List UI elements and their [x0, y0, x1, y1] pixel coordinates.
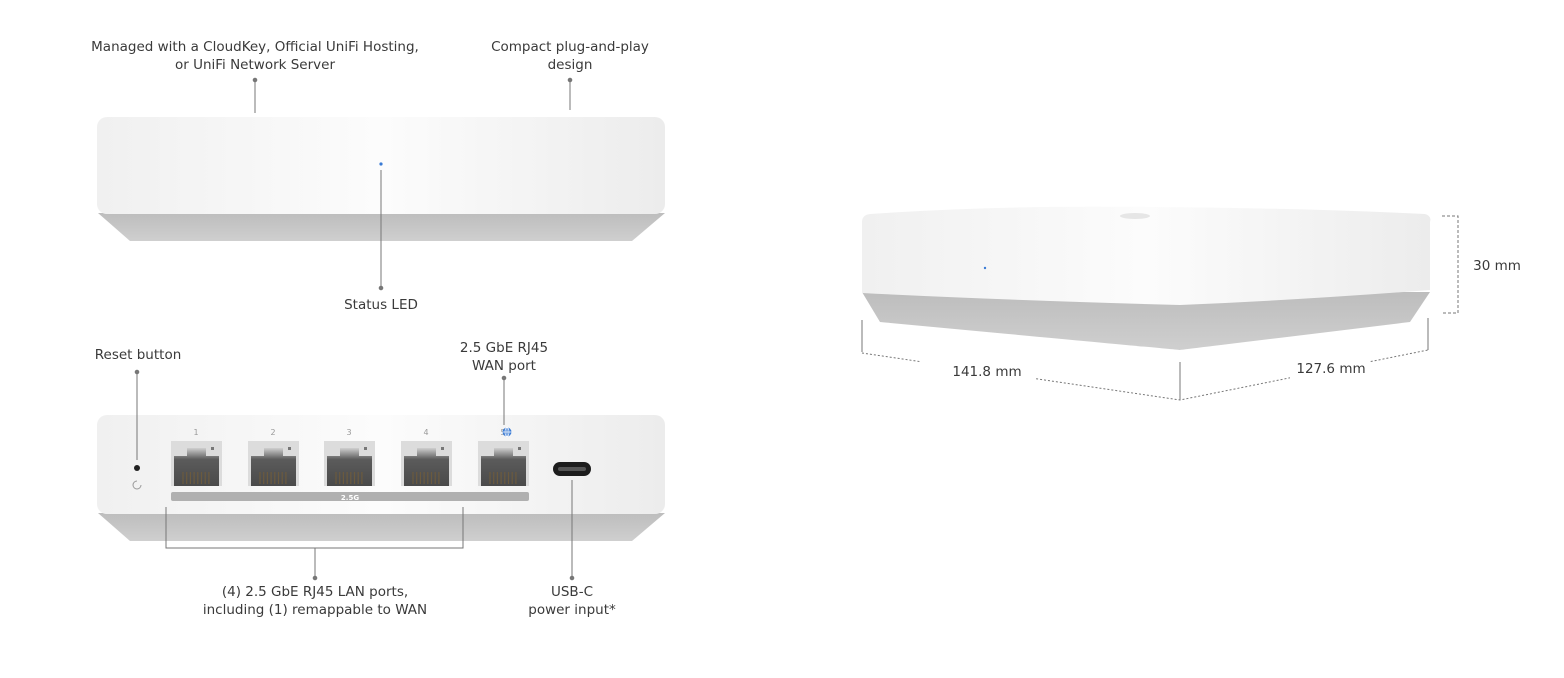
callout-management: Managed with a CloudKey, Official UniFi … [91, 39, 419, 73]
callout-status-led: Status LED [344, 297, 418, 313]
globe-icon [502, 427, 512, 437]
back-callout-lines [134, 369, 575, 581]
perspective-device [862, 206, 1431, 350]
front-callout-lines [252, 77, 573, 291]
port-number: 3 [346, 428, 351, 437]
callout-usbc: USB-C power input* [528, 584, 616, 618]
dimension-depth: 127.6 mm [1296, 361, 1366, 377]
rj45-port [401, 441, 452, 486]
dimension-lines [861, 215, 1459, 401]
rj45-port [478, 441, 529, 486]
rj45-port [324, 441, 375, 486]
port-number: 2 [270, 428, 275, 437]
dimension-width: 141.8 mm [952, 364, 1022, 380]
rj45-port [248, 441, 299, 486]
reset-icon [132, 480, 142, 490]
status-led [379, 162, 383, 166]
port-number: 1 [193, 428, 198, 437]
dimension-height: 30 mm [1473, 258, 1521, 274]
callout-lan: (4) 2.5 GbE RJ45 LAN ports, including (1… [202, 584, 428, 618]
speed-bar [171, 492, 529, 501]
reset-button [134, 465, 140, 471]
port-number: 4 [423, 428, 428, 437]
callout-wan: 2.5 GbE RJ45 WAN port [459, 340, 549, 374]
callout-design: Compact plug-and-play design [491, 39, 649, 73]
back-device: 1 2 3 4 5 2.5G [97, 415, 665, 541]
speed-label: 2.5G [341, 494, 359, 502]
rj45-port [171, 441, 222, 486]
callout-reset: Reset button [94, 347, 182, 363]
